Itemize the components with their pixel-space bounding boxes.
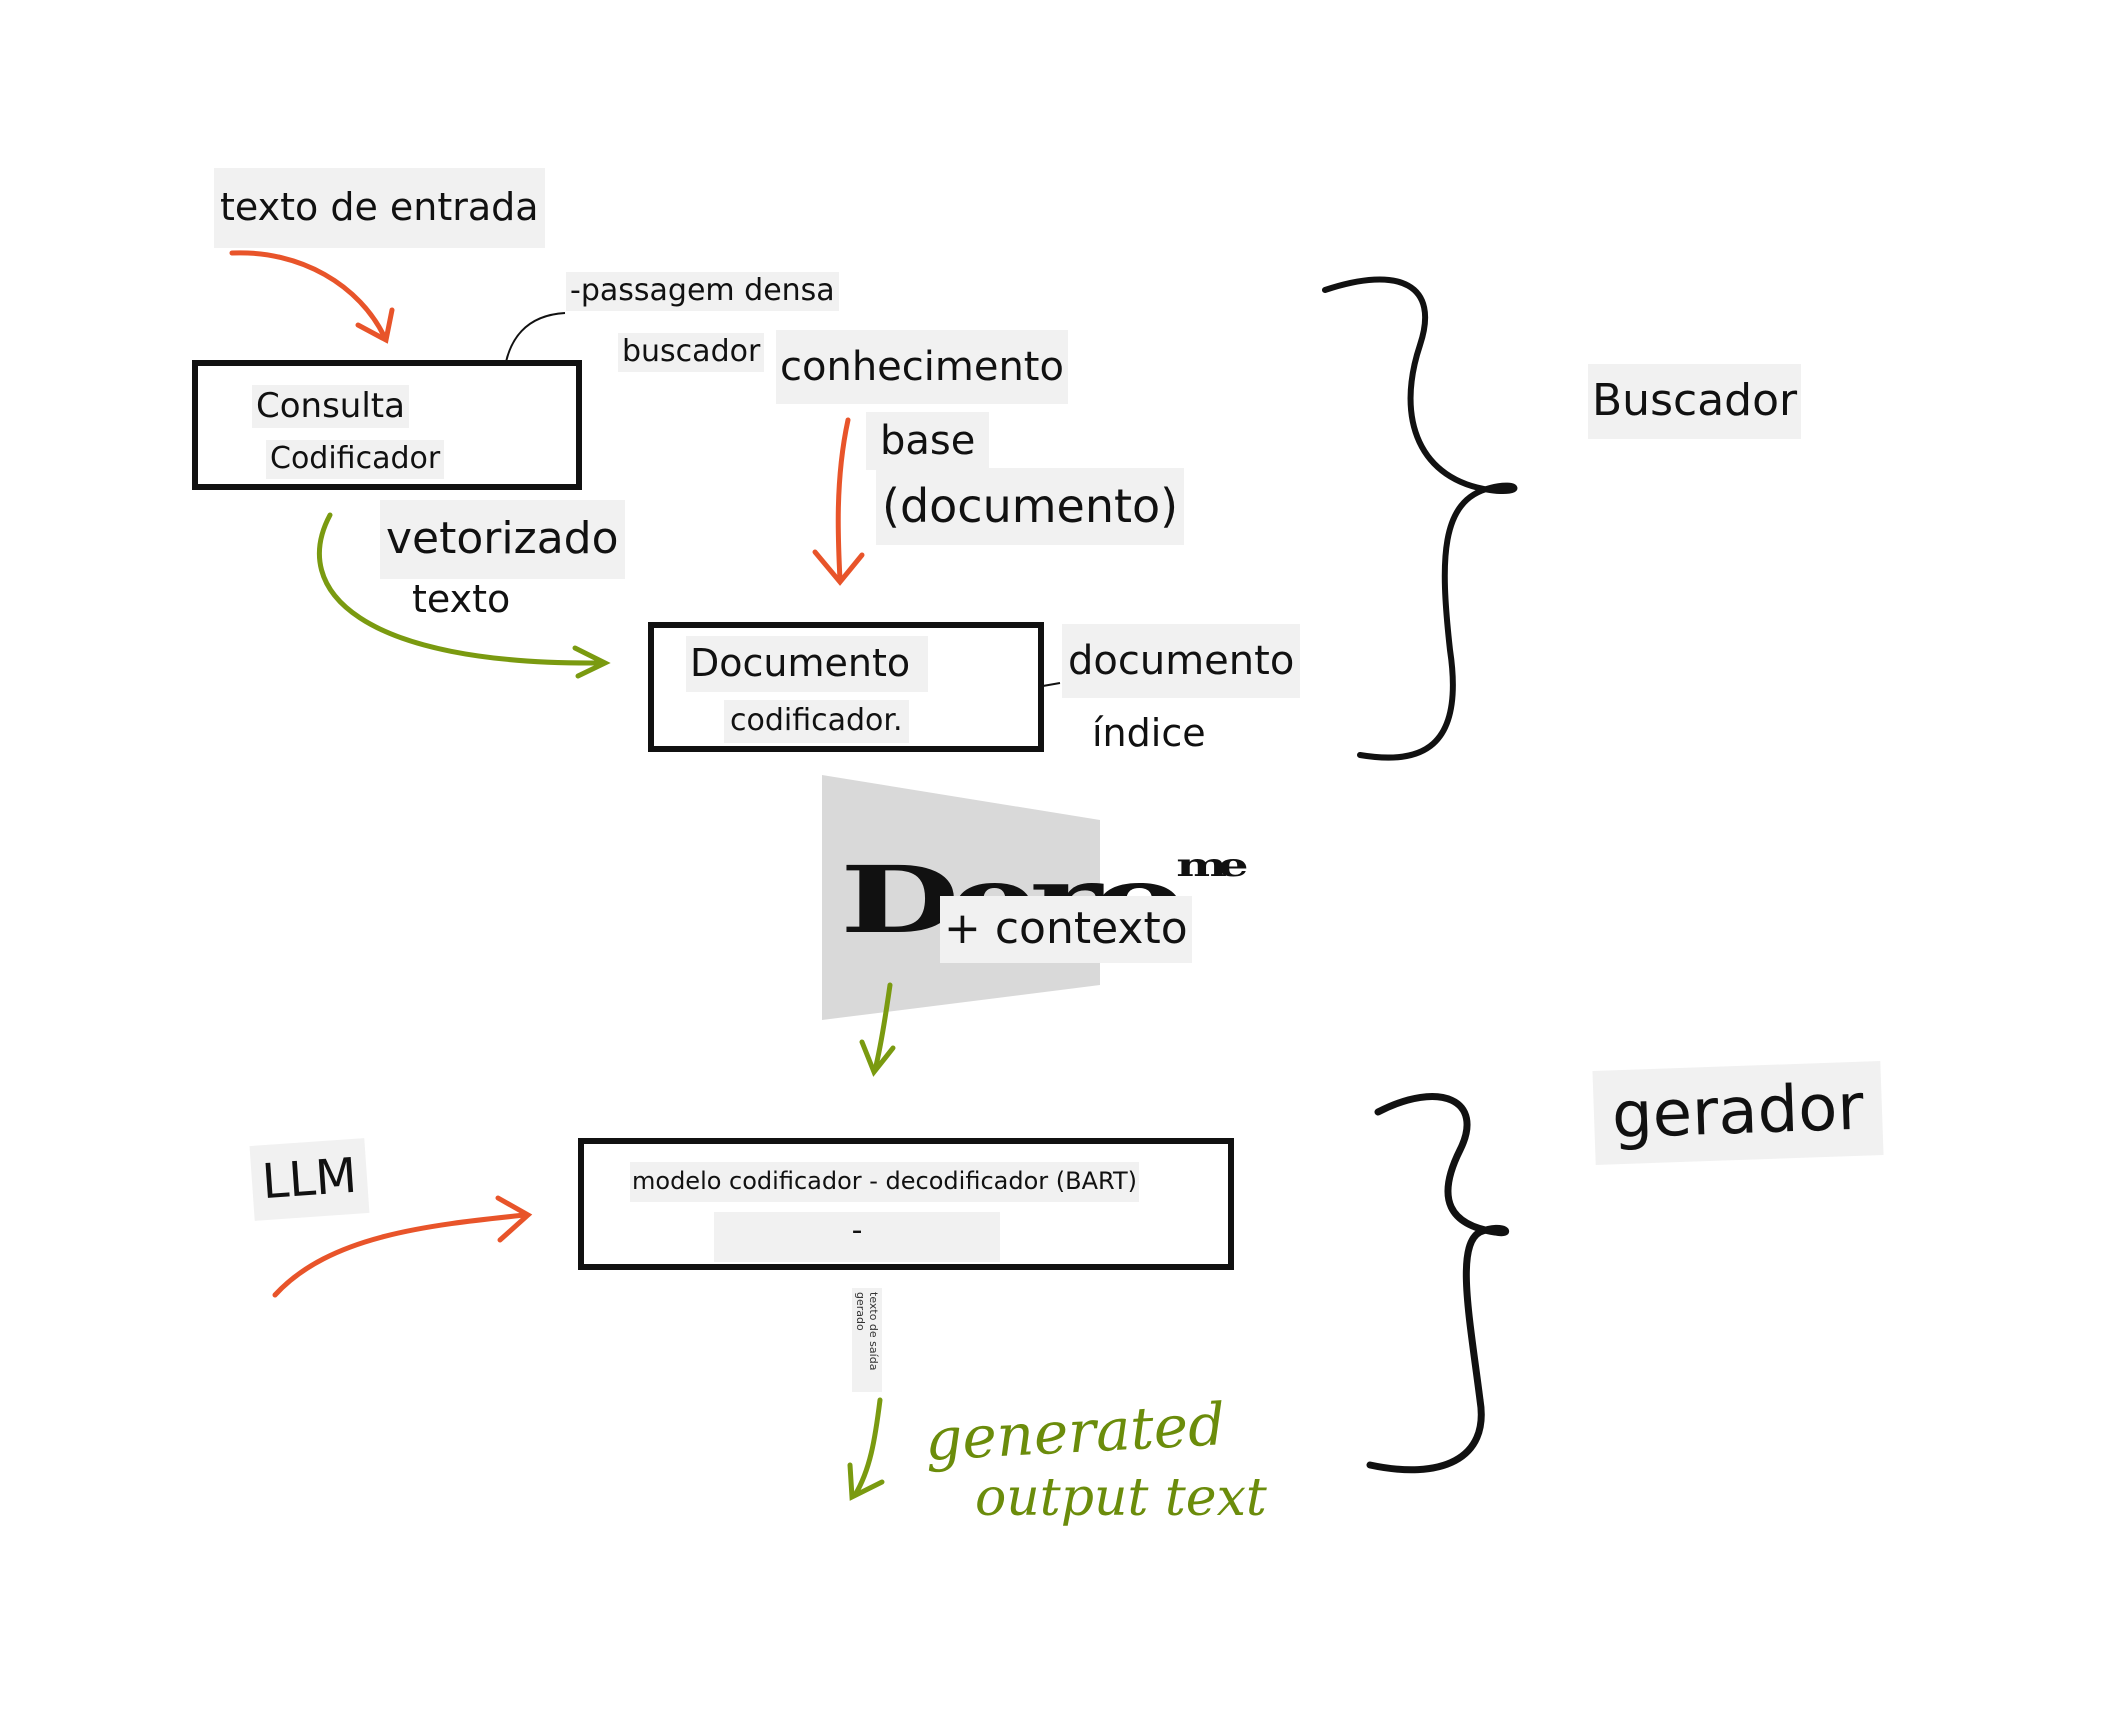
- retriever-brace: [1322, 276, 1518, 761]
- document-encoder-subtitle: codificador.: [724, 700, 909, 743]
- generated-output-label-2: output text: [975, 1468, 1267, 1528]
- document-encoder-title: Documento: [686, 636, 929, 692]
- dense-retriever-label: buscador: [618, 333, 765, 372]
- vectorized-text-label: texto: [412, 577, 511, 621]
- generator-model-label: modelo codificador - decodificador (BART…: [630, 1162, 1139, 1202]
- context-arrow: [859, 982, 896, 1077]
- knowledge-base-label-3: (documento): [876, 468, 1185, 545]
- llm-label: LLM: [249, 1138, 370, 1222]
- input-text-label: texto de entrada: [214, 168, 545, 248]
- document-index-label-2: índice: [1092, 711, 1206, 755]
- context-label: + contexto: [940, 896, 1192, 963]
- input-arrow: [229, 250, 395, 344]
- llm-arrow: [272, 1195, 533, 1298]
- query-encoder-subtitle: Codificador: [266, 440, 445, 479]
- knowledge-base-label-2: base: [866, 412, 990, 470]
- vectorized-label: vetorizado: [380, 500, 625, 579]
- generator-model-dash: -: [714, 1212, 1000, 1262]
- knowledge-arrow: [812, 417, 865, 586]
- knowledge-base-label-1: conhecimento: [776, 330, 1068, 404]
- retriever-label: Buscador: [1588, 364, 1802, 439]
- output-arrow: [847, 1397, 885, 1501]
- vector-arrow: [317, 512, 611, 679]
- output-text-vertical-label: texto de saída gerado: [852, 1288, 882, 1392]
- query-encoder-title: Consulta: [252, 385, 409, 429]
- glitch-text-small: me: [1176, 846, 1248, 884]
- generator-model-box: [578, 1138, 1234, 1270]
- generator-label: gerador: [1592, 1061, 1884, 1165]
- dense-passage-label: -passagem densa: [566, 272, 839, 311]
- generator-brace: [1366, 1093, 1510, 1474]
- document-index-label-1: documento: [1062, 624, 1301, 698]
